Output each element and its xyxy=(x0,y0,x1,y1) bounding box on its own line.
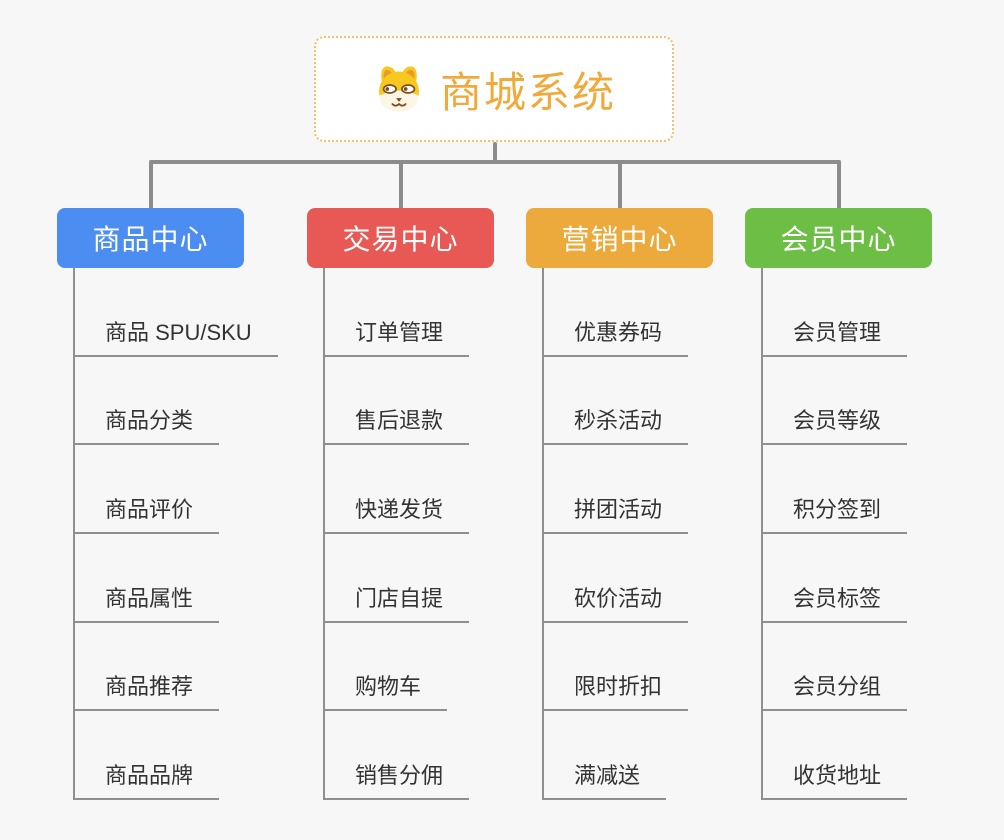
branch-topic-2[interactable]: 营销中心 xyxy=(526,208,713,268)
branch-topic-label: 会员中心 xyxy=(780,224,897,255)
branch-topic-0[interactable]: 商品中心 xyxy=(57,208,244,268)
branch-topic-label: 营销中心 xyxy=(561,224,678,255)
leaf-topic[interactable]: 销售分佣 xyxy=(325,711,470,801)
connector-drop-2 xyxy=(617,160,622,210)
leaf-topic[interactable]: 优惠券码 xyxy=(544,268,689,357)
leaf-topic[interactable]: 商品属性 xyxy=(75,534,220,623)
leaf-topic[interactable]: 会员等级 xyxy=(763,357,908,446)
leaf-topic[interactable]: 商品 SPU/SKU xyxy=(75,268,278,357)
leaf-topic[interactable]: 拼团活动 xyxy=(544,445,689,535)
leaf-topic[interactable]: 快递发货 xyxy=(325,445,470,535)
branch-topic-3[interactable]: 会员中心 xyxy=(745,208,932,268)
branch-children-1: 订单管理售后退款快递发货门店自提购物车销售分佣 xyxy=(323,268,470,801)
connector-drop-3 xyxy=(836,160,841,210)
leaf-topic[interactable]: 秒杀活动 xyxy=(544,357,689,446)
leaf-topic[interactable]: 会员分组 xyxy=(763,623,908,712)
leaf-topic[interactable]: 积分签到 xyxy=(763,445,908,535)
leaf-topic[interactable]: 会员标签 xyxy=(763,534,908,623)
leaf-topic[interactable]: 商品分类 xyxy=(75,357,220,446)
dog-face-icon xyxy=(378,66,419,112)
branch-topic-1[interactable]: 交易中心 xyxy=(307,208,494,268)
connector-drop-1 xyxy=(398,160,403,210)
leaf-topic[interactable]: 满减送 xyxy=(544,711,667,801)
leaf-topic[interactable]: 门店自提 xyxy=(325,534,470,623)
connector-root-stem xyxy=(493,142,497,162)
leaf-topic[interactable]: 砍价活动 xyxy=(544,534,689,623)
branch-children-3: 会员管理会员等级积分签到会员标签会员分组收货地址 xyxy=(761,268,908,801)
leaf-topic[interactable]: 商品评价 xyxy=(75,445,220,535)
leaf-topic[interactable]: 会员管理 xyxy=(763,268,908,357)
leaf-topic[interactable]: 限时折扣 xyxy=(544,623,689,712)
root-topic-label: 商城系统 xyxy=(439,68,616,116)
leaf-topic[interactable]: 售后退款 xyxy=(325,357,470,446)
leaf-topic[interactable]: 购物车 xyxy=(325,623,448,712)
branch-topic-label: 交易中心 xyxy=(342,224,459,255)
leaf-topic[interactable]: 收货地址 xyxy=(763,711,908,801)
connector-rail xyxy=(148,160,841,164)
leaf-topic[interactable]: 商品品牌 xyxy=(75,711,220,801)
branch-topic-label: 商品中心 xyxy=(92,224,209,255)
branch-children-2: 优惠券码秒杀活动拼团活动砍价活动限时折扣满减送 xyxy=(542,268,689,801)
root-topic[interactable]: 商城系统 xyxy=(314,36,674,142)
leaf-topic[interactable]: 商品推荐 xyxy=(75,623,220,712)
connector-drop-0 xyxy=(148,160,153,210)
leaf-topic[interactable]: 订单管理 xyxy=(325,268,470,357)
